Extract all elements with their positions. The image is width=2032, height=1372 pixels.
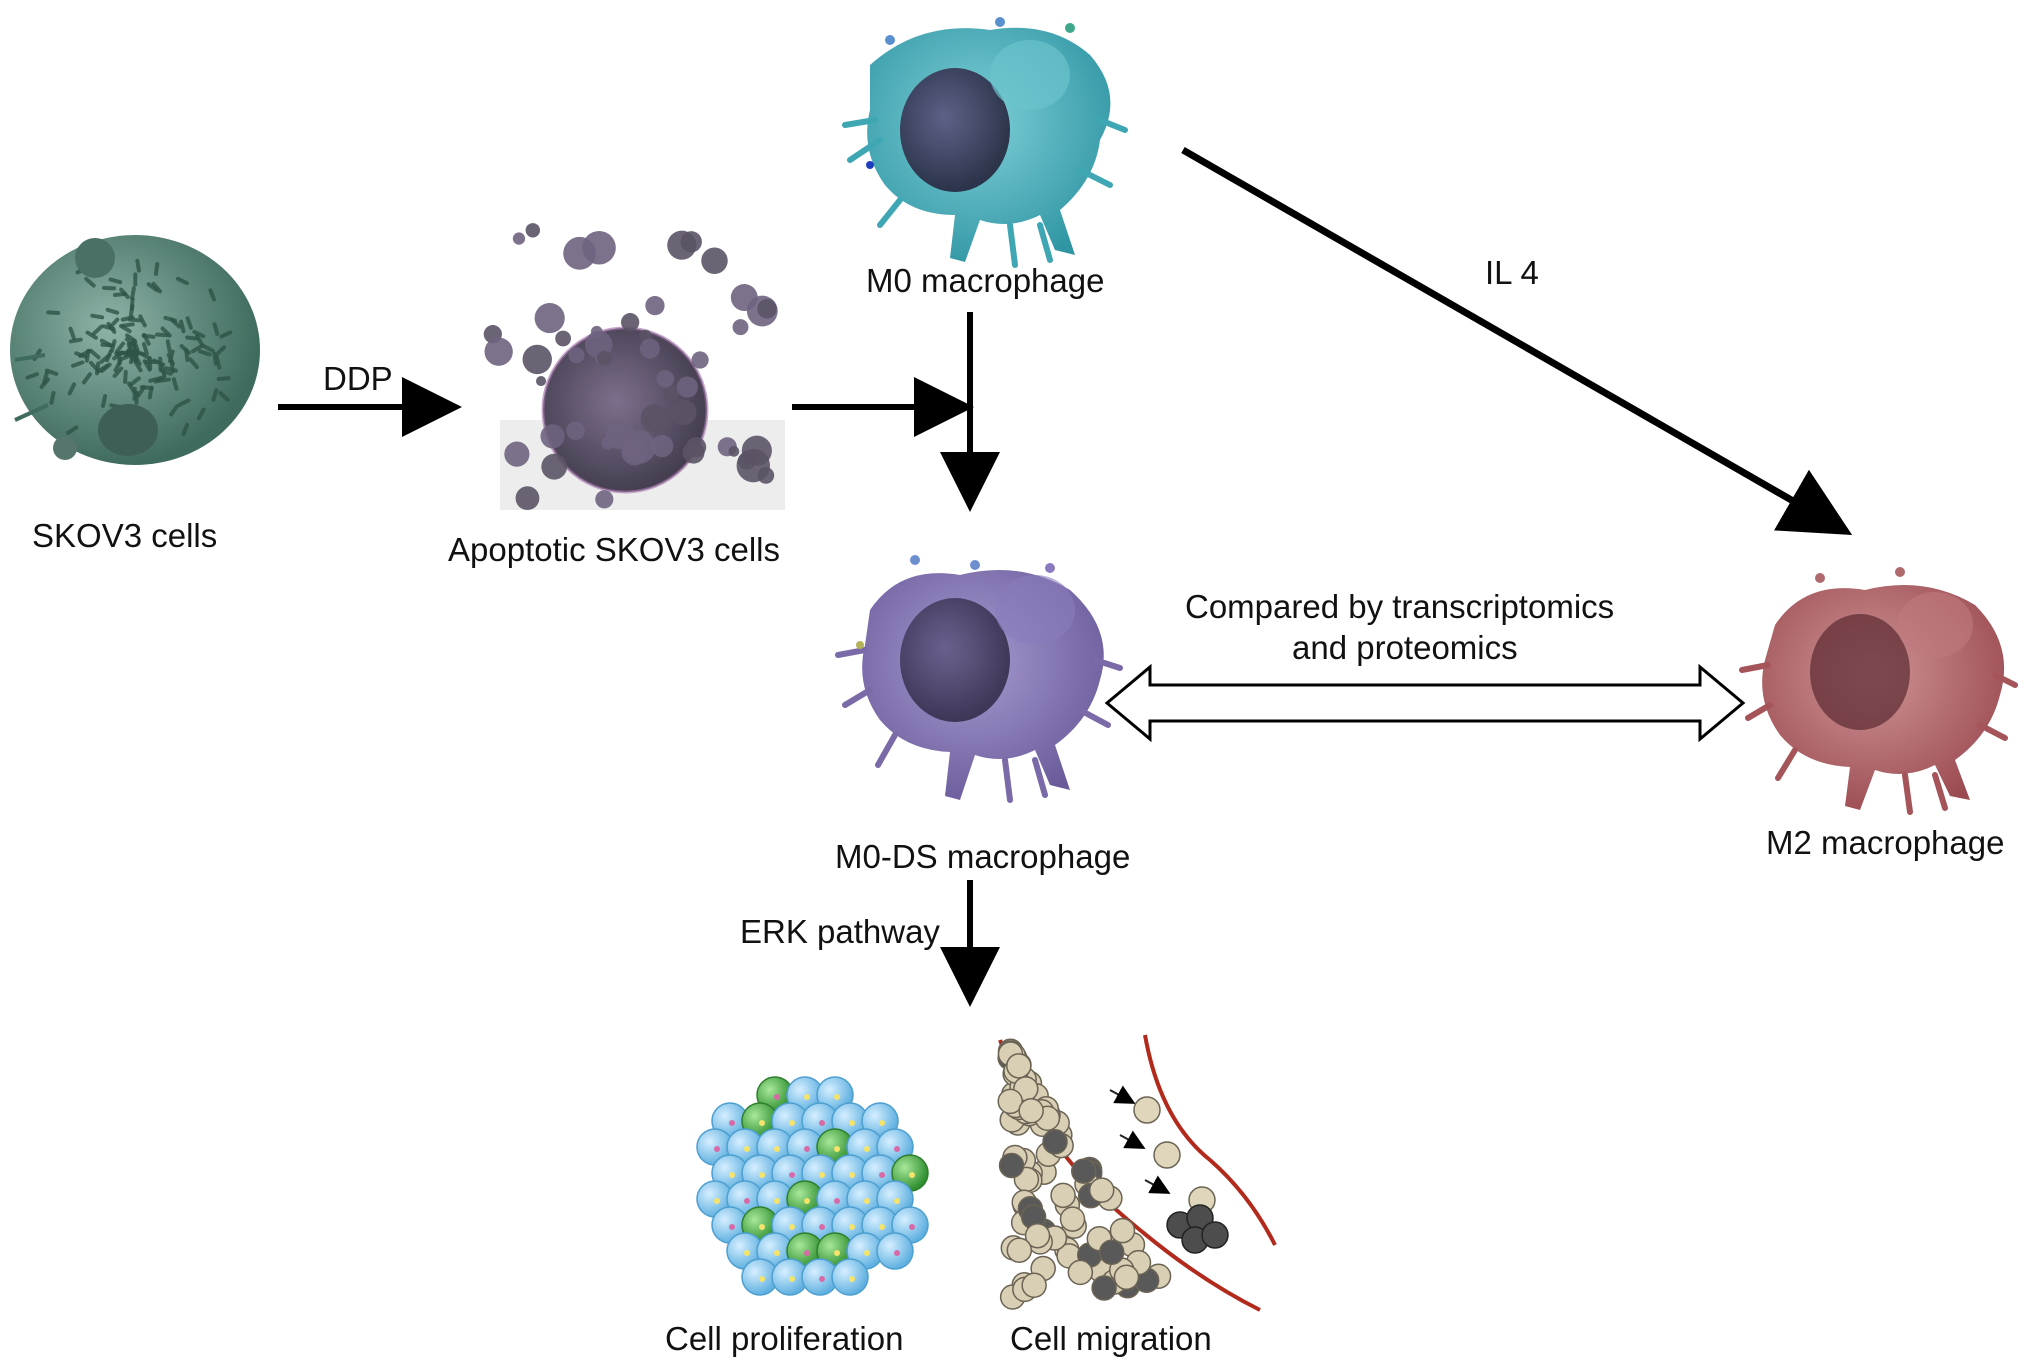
ddp-label: DDP bbox=[323, 362, 393, 395]
m2-label: M2 macrophage bbox=[1766, 826, 2004, 859]
il4-label: IL 4 bbox=[1485, 256, 1539, 289]
comparison-label-line1: Compared by transcriptomics bbox=[1185, 590, 1614, 623]
apoptotic-label: Apoptotic SKOV3 cells bbox=[448, 533, 780, 566]
cell-migration-image bbox=[998, 1035, 1275, 1310]
comparison-label-line2: and proteomics bbox=[1292, 631, 1518, 664]
comparison-double-arrow bbox=[1107, 667, 1743, 739]
cell-proliferation-image bbox=[697, 1077, 928, 1295]
cell-migration-label: Cell migration bbox=[1010, 1322, 1212, 1355]
erk-label: ERK pathway bbox=[740, 915, 940, 948]
skov3-cell-image bbox=[10, 235, 260, 465]
m0-label: M0 macrophage bbox=[866, 264, 1104, 297]
cell-proliferation-label: Cell proliferation bbox=[665, 1322, 903, 1355]
m2-macrophage-image bbox=[1742, 567, 2015, 812]
m0-macrophage-image bbox=[845, 17, 1125, 265]
il4-arrow bbox=[1183, 150, 1840, 528]
apoptotic-cell-image bbox=[484, 223, 785, 510]
m0ds-macrophage-image bbox=[838, 555, 1120, 800]
skov3-label: SKOV3 cells bbox=[32, 519, 217, 552]
m0ds-label: M0-DS macrophage bbox=[835, 840, 1130, 873]
